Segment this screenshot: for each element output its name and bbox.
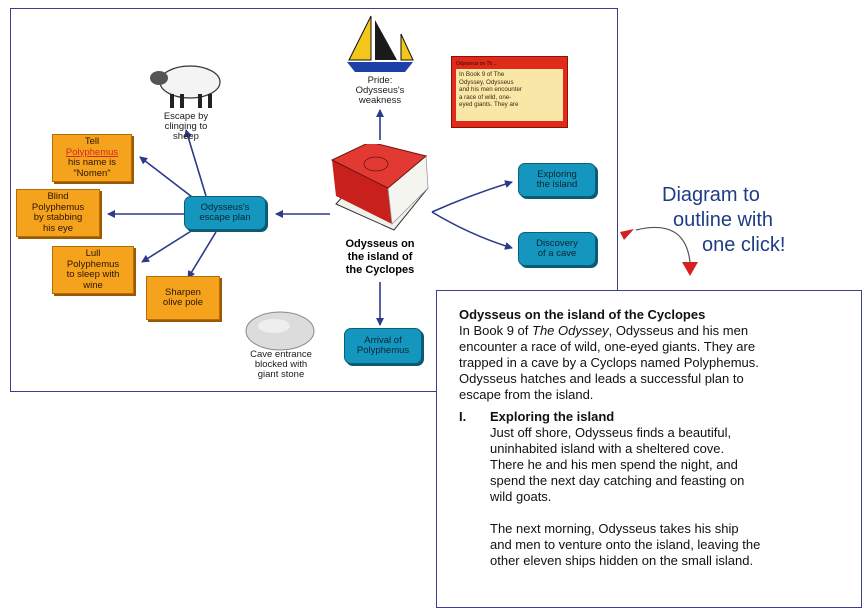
annotation-arrowhead-left [620,229,634,240]
outline-section-heading: I.Exploring the island [459,409,615,424]
sailboat-icon [347,15,414,72]
outline-section-1: I.Exploring the island Just off shore, O… [459,409,851,569]
note-title: Odysseus on Th... [456,61,497,67]
outline-section-paragraph-2: The next morning, Odysseus takes his shi… [490,521,761,568]
outline-title: Odysseus on the island of the Cyclopes [459,307,706,322]
outline-section-paragraph-1: Just off shore, Odysseus finds a beautif… [490,425,745,504]
note-card[interactable]: Odysseus on Th... In Book 9 of The Odyss… [451,56,568,128]
outline-panel[interactable]: Odysseus on the island of the Cyclopes I… [436,290,862,608]
note-body: In Book 9 of The Odyssey, Odysseus and h… [456,69,563,121]
annotation-arrowhead-down [682,262,698,276]
book-icon [330,144,429,231]
stone-icon [245,311,315,351]
annotation-text: Diagram to outline with one click! [662,184,786,256]
outline-intro: In Book 9 of The Odyssey, Odysseus and h… [459,323,759,402]
sheep-icon [150,65,221,108]
